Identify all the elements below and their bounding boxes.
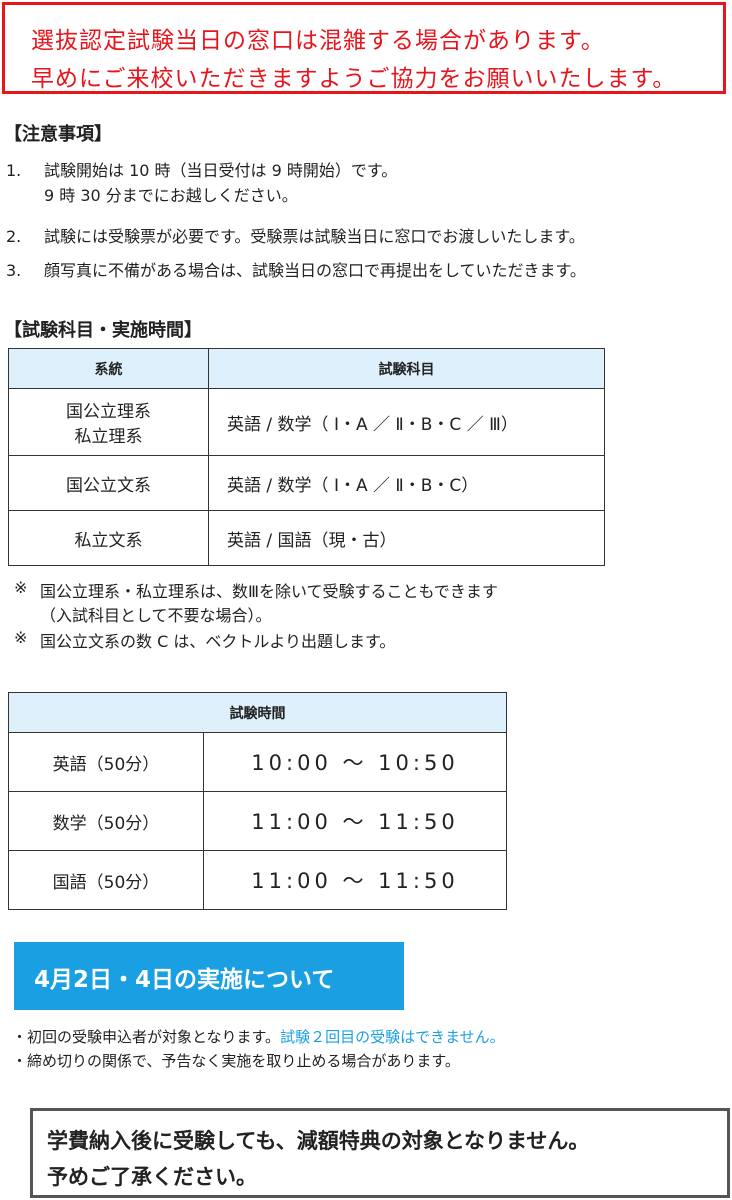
- notice-line-2: 早めにご来校いただきますようご協力をお願いいたします。: [31, 66, 677, 92]
- precaution-text-2: 試験には受験票が必要です。受験票は試験当日に窓口でお渡しいたします。: [44, 227, 585, 246]
- table-row: 国公立理系 私立理系 英語 / 数学（ Ⅰ・A ／ Ⅱ・B・C ／ Ⅲ）: [8, 388, 605, 456]
- time-cell: 11:00 ～ 11:50: [203, 850, 507, 910]
- april-bullet-1-text: ・初回の受験申込者が対象となります。: [12, 1028, 281, 1046]
- note-text-1b: （入試科目として不要な場合）。: [40, 606, 272, 625]
- subjects-cell: 英語 / 数学（ Ⅰ・A ／ Ⅱ・B・C）: [208, 455, 605, 511]
- precaution-num-1: 1.: [6, 161, 22, 180]
- track-cell: 国公立理系 私立理系: [8, 388, 209, 456]
- table-row: 私立文系 英語 / 国語（現・古）: [8, 510, 605, 566]
- subjects-cell: 英語 / 数学（ Ⅰ・A ／ Ⅱ・B・C ／ Ⅲ）: [208, 388, 605, 456]
- warning-line-2: 予めご了承ください。: [47, 1165, 257, 1189]
- table-header-row: 系統 試験科目: [8, 348, 605, 389]
- time-table: 試験時間 英語（50分） 10:00 ～ 10:50 数学（50分） 11:00…: [8, 692, 507, 910]
- subjects-table: 系統 試験科目 国公立理系 私立理系 英語 / 数学（ Ⅰ・A ／ Ⅱ・B・C …: [8, 348, 605, 566]
- note-text-1: 国公立理系・私立理系は、数Ⅲを除いて受験することもできます: [40, 582, 498, 601]
- track-cell: 国公立文系: [8, 455, 209, 511]
- track-label: 国公立理系: [66, 402, 151, 422]
- precaution-text-1b: 9 時 30 分までにお越しください。: [44, 186, 298, 205]
- track-cell: 私立文系: [8, 510, 209, 566]
- april-bullet-1: ・初回の受験申込者が対象となります。試験２回目の受験はできません。: [12, 1026, 505, 1047]
- time-subject-cell: 英語（50分）: [8, 732, 204, 792]
- warning-box: 学費納入後に受験しても、減額特典の対象となりません。 予めご了承ください。: [30, 1108, 730, 1198]
- table-header-row: 試験時間: [8, 692, 507, 733]
- note-mark-2: ※: [14, 628, 28, 647]
- table-row: 国語（50分） 11:00 ～ 11:50: [8, 850, 507, 910]
- precaution-num-2: 2.: [6, 227, 22, 246]
- precaution-num-3: 3.: [6, 261, 22, 280]
- precaution-text-3: 顔写真に不備がある場合は、試験当日の窓口で再提出をしていただきます。: [44, 261, 586, 280]
- time-subject-cell: 数学（50分）: [8, 791, 204, 851]
- time-cell: 10:00 ～ 10:50: [203, 732, 507, 792]
- table-row: 英語（50分） 10:00 ～ 10:50: [8, 732, 507, 792]
- precautions-heading: 【注意事項】: [4, 124, 112, 145]
- table-row: 数学（50分） 11:00 ～ 11:50: [8, 791, 507, 851]
- time-cell: 11:00 ～ 11:50: [203, 791, 507, 851]
- april-bullet-2: ・締め切りの関係で、予告なく実施を取り止める場合があります。: [12, 1052, 460, 1070]
- col-track-header: 系統: [8, 348, 209, 389]
- track-label-2: 私立理系: [74, 427, 143, 447]
- subjects-cell: 英語 / 国語（現・古）: [208, 510, 605, 566]
- note-mark-1: ※: [14, 578, 28, 597]
- april-banner-title: 4月2日・4日の実施について: [34, 967, 335, 993]
- notice-box: 選抜認定試験当日の窓口は混雑する場合があります。 早めにご来校いただきますようご…: [2, 2, 726, 94]
- subjects-heading: 【試験科目・実施時間】: [4, 320, 202, 341]
- col-subjects-header: 試験科目: [208, 348, 605, 389]
- time-subject-cell: 国語（50分）: [8, 850, 204, 910]
- time-table-header: 試験時間: [8, 692, 507, 733]
- note-text-2: 国公立文系の数 C は、ベクトルより出題します。: [40, 632, 396, 651]
- precaution-text-1: 試験開始は 10 時（当日受付は 9 時開始）です。: [44, 161, 398, 180]
- april-bullet-1-highlight: 試験２回目の受験はできません。: [280, 1028, 505, 1046]
- warning-line-1: 学費納入後に受験しても、減額特典の対象となりません。: [47, 1129, 590, 1153]
- table-row: 国公立文系 英語 / 数学（ Ⅰ・A ／ Ⅱ・B・C）: [8, 455, 605, 511]
- notice-line-1: 選抜認定試験当日の窓口は混雑する場合があります。: [31, 28, 605, 54]
- april-banner: 4月2日・4日の実施について: [14, 942, 404, 1010]
